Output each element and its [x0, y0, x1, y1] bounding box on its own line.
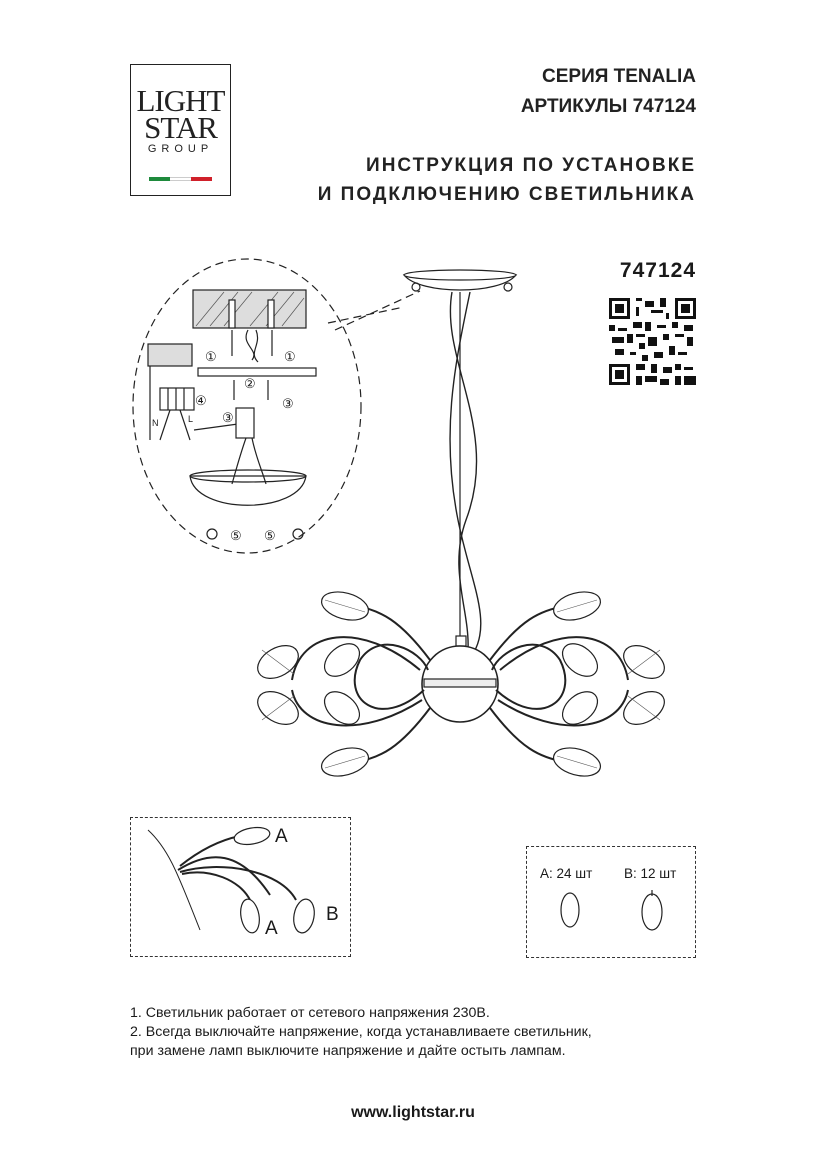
step-5-label-left: ⑤	[230, 528, 242, 543]
crystal-a-icon	[560, 892, 580, 928]
wire-l-label: L	[188, 414, 194, 424]
parts-box	[526, 846, 696, 958]
parts-a-count: A: 24 шт	[540, 866, 593, 881]
step-5-label-right: ⑤	[264, 528, 276, 543]
italian-flag-icon	[149, 177, 212, 181]
series-name: СЕРИЯ TENALIA	[542, 66, 696, 87]
arm-detail-box	[130, 817, 351, 957]
note-1: 1. Светильник работает от сетевого напря…	[130, 1005, 490, 1021]
logo-line-1: LIGHT	[136, 83, 226, 118]
website-link[interactable]: www.lightstar.ru	[351, 1104, 475, 1121]
note-2: 2. Всегда выключайте напряжение, когда у…	[130, 1024, 592, 1040]
installation-detail-circle	[132, 258, 362, 554]
step-1-label-right: ①	[284, 349, 296, 364]
title-line-2: И ПОДКЛЮЧЕНИЮ СВЕТИЛЬНИКА	[317, 184, 696, 205]
canopy-bowl	[189, 475, 307, 506]
note-3: при замене ламп выключите напряжение и д…	[130, 1043, 566, 1059]
step-2-label: ②	[244, 376, 256, 391]
step-3-label-left: ③	[222, 410, 234, 425]
parts-b-count: B: 12 шт	[624, 866, 677, 881]
detail-label-a-top: A	[275, 826, 288, 847]
brand-logo: LIGHT STAR GROUP	[130, 64, 231, 196]
title-line-1: ИНСТРУКЦИЯ ПО УСТАНОВКЕ	[366, 155, 696, 176]
article-number: АРТИКУЛЫ 747124	[520, 96, 696, 117]
notes-section: 1. Светильник работает от сетевого напря…	[130, 1004, 592, 1061]
step-4-label: ④	[195, 393, 207, 408]
step-3-label-right: ③	[282, 396, 294, 411]
step-1-label-left: ①	[205, 349, 217, 364]
logo-line-3: GROUP	[147, 143, 214, 155]
instruction-title: ИНСТРУКЦИЯ ПО УСТАНОВКЕ И ПОДКЛЮЧЕНИЮ СВ…	[318, 151, 696, 209]
detail-label-b: B	[326, 904, 339, 925]
qr-code-icon	[609, 298, 696, 385]
detail-label-a-bottom: A	[265, 918, 278, 939]
logo-line-2: STAR	[144, 110, 218, 145]
product-code: 747124	[619, 259, 696, 282]
wire-n-label: N	[152, 418, 159, 428]
series-header: СЕРИЯ TENALIA АРТИКУЛЫ 747124	[521, 62, 696, 122]
